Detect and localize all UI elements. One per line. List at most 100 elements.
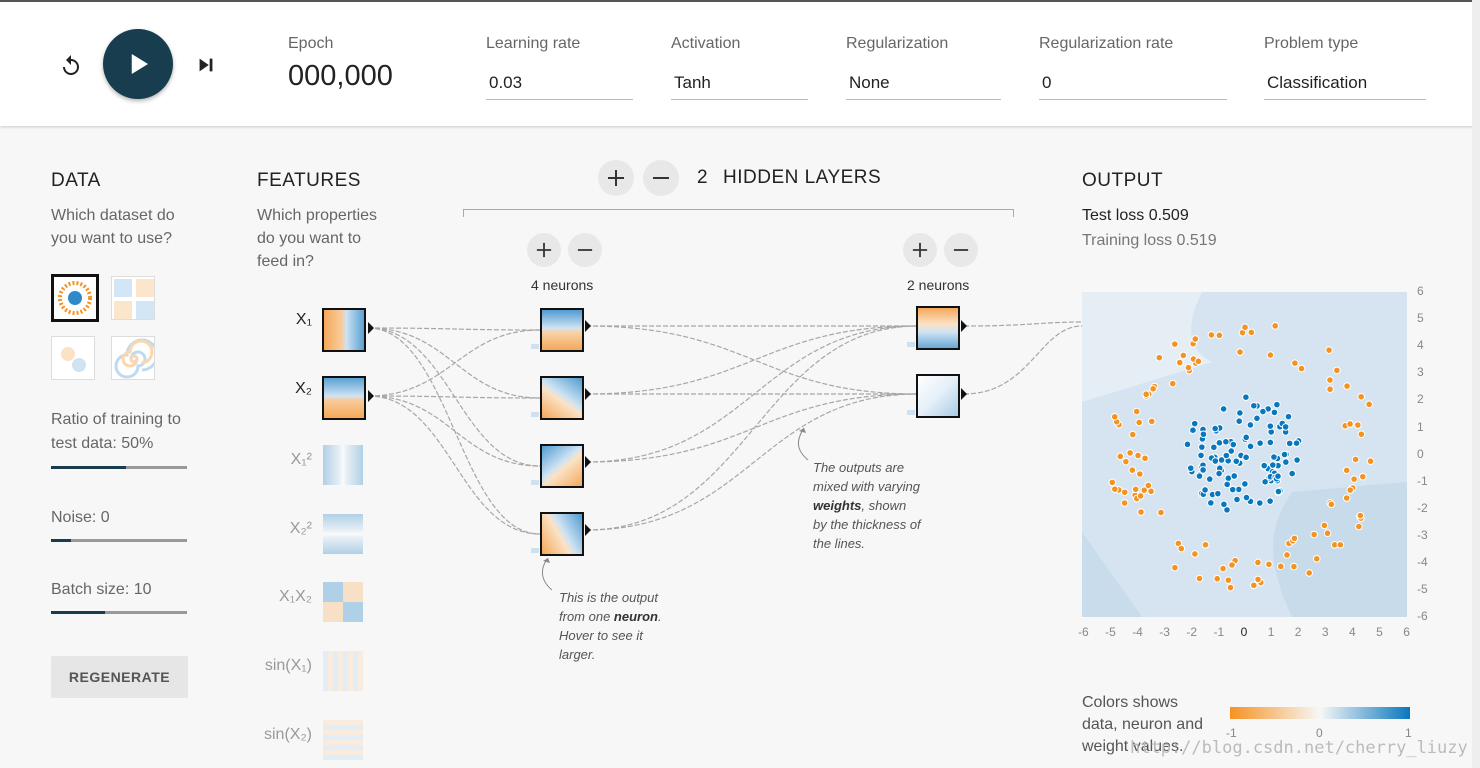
- problem-type-select[interactable]: Classification: [1264, 70, 1426, 100]
- neuron-1-3[interactable]: [540, 444, 584, 488]
- neuron-1-4[interactable]: [540, 512, 584, 556]
- layer2-add-neuron-button[interactable]: [903, 233, 937, 267]
- neuron-note-line2: from one neuron.: [559, 607, 662, 626]
- layer1-remove-neuron-button[interactable]: [568, 233, 602, 267]
- regularization-select[interactable]: None: [846, 70, 1001, 100]
- data-point: [1293, 456, 1301, 464]
- neuron-2-1[interactable]: [916, 306, 960, 350]
- data-point: [1222, 451, 1231, 460]
- x-tick-label: -1: [1213, 625, 1225, 639]
- activation-select[interactable]: Tanh: [671, 70, 808, 100]
- data-point: [1241, 480, 1249, 488]
- step-button[interactable]: [194, 53, 218, 77]
- data-point: [1108, 478, 1117, 487]
- data-point: [1168, 379, 1177, 388]
- neuron-2-2[interactable]: [916, 374, 960, 418]
- play-button[interactable]: [103, 29, 173, 99]
- data-point: [1351, 455, 1360, 464]
- batch-size-label: Batch size: 10: [51, 581, 152, 598]
- y-tick-label: 3: [1417, 365, 1424, 380]
- output-heatmap[interactable]: [1082, 292, 1407, 617]
- y-tick-label: 4: [1417, 338, 1424, 353]
- data-point: [1266, 438, 1275, 447]
- y-tick-label: 0: [1417, 446, 1424, 461]
- y-tick-label: -5: [1417, 582, 1428, 597]
- feature-x1[interactable]: [322, 308, 366, 352]
- features-question-line2: do you want to: [257, 230, 362, 247]
- neuron-2-1-bias[interactable]: [907, 342, 915, 347]
- layer1-neurons-label: 4 neurons: [531, 277, 594, 293]
- data-point: [1260, 461, 1268, 470]
- data-point: [1266, 422, 1275, 430]
- reset-button[interactable]: [58, 53, 84, 79]
- weights-note-bold: weights: [813, 498, 862, 513]
- data-point: [1350, 475, 1358, 483]
- neuron-1-1[interactable]: [540, 308, 584, 352]
- neuron-1-1-bias[interactable]: [531, 344, 539, 349]
- learning-rate-select[interactable]: 0.03: [486, 70, 633, 100]
- dataset-xor[interactable]: [111, 276, 155, 320]
- data-point: [1274, 487, 1283, 496]
- feature-x1x2[interactable]: [323, 582, 363, 622]
- weights-note-line2: mixed with varying: [813, 479, 920, 494]
- x-tick-label: -6: [1078, 625, 1089, 639]
- step-icon: [199, 58, 213, 72]
- data-point: [1171, 563, 1179, 572]
- data-point: [1131, 485, 1140, 494]
- scrollbar[interactable]: [1472, 0, 1480, 768]
- watermark: http://blog.csdn.net/cherry_liuzy: [1130, 738, 1468, 758]
- data-point: [1271, 322, 1280, 330]
- x-tick-label: 5: [1376, 625, 1383, 639]
- noise-slider[interactable]: [51, 539, 187, 542]
- feature-x2-squared[interactable]: [323, 514, 363, 554]
- x-tick-label: -5: [1105, 625, 1116, 639]
- feature-x1-squared[interactable]: [323, 445, 363, 485]
- data-point: [1195, 472, 1204, 480]
- add-layer-button[interactable]: [598, 160, 634, 196]
- data-point: [1194, 357, 1203, 366]
- neuron-1-3-bias[interactable]: [531, 480, 539, 485]
- data-point: [1228, 561, 1236, 569]
- feature-sin-x2[interactable]: [323, 720, 363, 760]
- data-point: [1111, 485, 1119, 493]
- feature-label-x2-squared: X₂²: [289, 520, 312, 537]
- data-point: [1170, 340, 1179, 348]
- layer1-add-neuron-button[interactable]: [527, 233, 561, 267]
- output-title: OUTPUT: [1082, 170, 1164, 191]
- ratio-slider[interactable]: [51, 466, 187, 469]
- data-point: [1207, 499, 1215, 507]
- neuron-2-2-bias[interactable]: [907, 410, 915, 415]
- feature-label-x2: X₂: [295, 380, 312, 397]
- regenerate-button[interactable]: REGENERATE: [51, 656, 188, 698]
- batch-size-slider[interactable]: [51, 611, 187, 614]
- feature-sin-x1[interactable]: [323, 651, 363, 691]
- dataset-circle[interactable]: [51, 274, 99, 322]
- minus-icon: [577, 249, 593, 251]
- x-tick-label: 6: [1403, 625, 1410, 639]
- dataset-gaussian[interactable]: [51, 336, 95, 380]
- data-point: [1120, 499, 1129, 507]
- learning-rate-label: Learning rate: [486, 35, 581, 52]
- regularization-rate-select[interactable]: 0: [1039, 70, 1227, 100]
- regularization-rate-label: Regularization rate: [1039, 35, 1174, 52]
- feature-x2[interactable]: [322, 376, 366, 420]
- hidden-layers-bracket: [463, 209, 1014, 217]
- remove-layer-button[interactable]: [643, 160, 679, 196]
- data-point: [1210, 443, 1218, 452]
- data-question-line1: Which dataset do: [51, 207, 175, 224]
- y-tick-label: -1: [1417, 473, 1428, 488]
- neuron-1-4-bias[interactable]: [531, 548, 539, 553]
- data-point: [1343, 382, 1351, 390]
- data-point: [1134, 451, 1142, 460]
- data-point: [1149, 384, 1157, 393]
- neuron-1-2[interactable]: [540, 376, 584, 420]
- dataset-spiral[interactable]: [111, 336, 155, 380]
- data-point: [1323, 529, 1332, 538]
- minus-icon: [953, 249, 969, 251]
- data-point: [1297, 364, 1306, 373]
- neuron-1-2-bias[interactable]: [531, 412, 539, 417]
- ratio-slider-fill: [51, 466, 126, 469]
- layer2-remove-neuron-button[interactable]: [944, 233, 978, 267]
- data-point: [1137, 508, 1145, 516]
- feature-label-sin-x2: sin(X₂): [264, 726, 312, 743]
